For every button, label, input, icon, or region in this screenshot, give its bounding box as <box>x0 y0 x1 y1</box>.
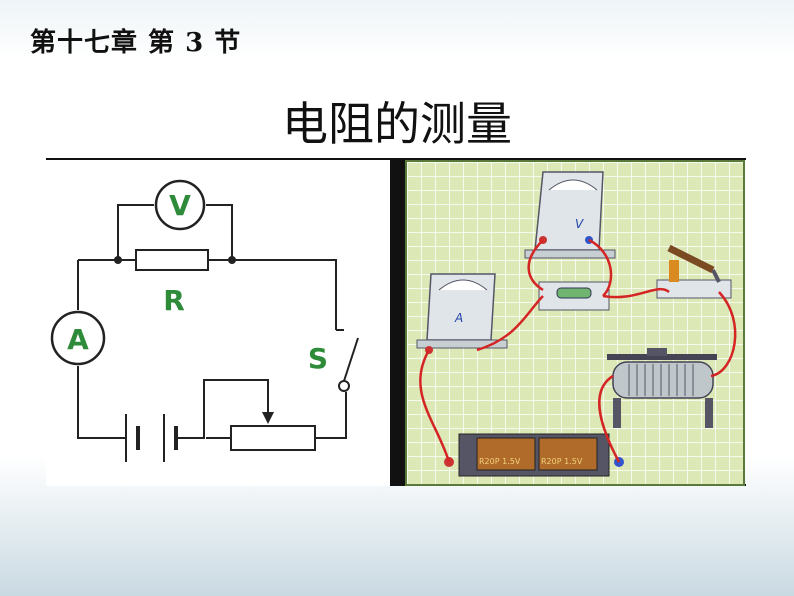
rheostat-device <box>607 348 717 428</box>
voltmeter-symbol <box>154 179 206 231</box>
voltmeter-device: V <box>524 171 616 259</box>
background-top <box>0 0 794 60</box>
voltmeter-device-label: V <box>575 217 584 231</box>
slide-title: 电阻的测量 <box>282 97 512 151</box>
battery-symbol <box>125 414 178 462</box>
frame-top-line <box>46 158 746 160</box>
ammeter-device-label: A <box>454 311 463 325</box>
voltmeter-label: V <box>169 189 191 222</box>
battery-holder: R20P 1.5V R20P 1.5V <box>444 433 624 477</box>
resistor-label: R <box>163 284 185 317</box>
switch-symbol <box>338 380 350 392</box>
apparatus-illustration: V A <box>405 160 745 486</box>
ammeter-label: A <box>67 323 89 356</box>
circuit-schematic: V A R S <box>46 160 390 486</box>
chapter-heading: 第十七章 第 3 节 <box>30 28 242 58</box>
resistor <box>135 249 209 271</box>
battery-label-1: R20P 1.5V <box>479 457 521 466</box>
rheostat-symbol <box>230 425 316 451</box>
divider-bar <box>390 160 405 486</box>
ammeter-device: A <box>416 273 508 354</box>
ammeter-symbol <box>50 310 106 366</box>
resistor-device <box>538 281 610 311</box>
connecting-wires <box>419 238 737 463</box>
apparatus-drawing: V A <box>416 171 737 477</box>
knife-switch-device <box>656 244 732 299</box>
battery-label-2: R20P 1.5V <box>541 457 583 466</box>
switch-label: S <box>308 342 328 375</box>
circuit-diagram: V A R S <box>50 179 359 462</box>
